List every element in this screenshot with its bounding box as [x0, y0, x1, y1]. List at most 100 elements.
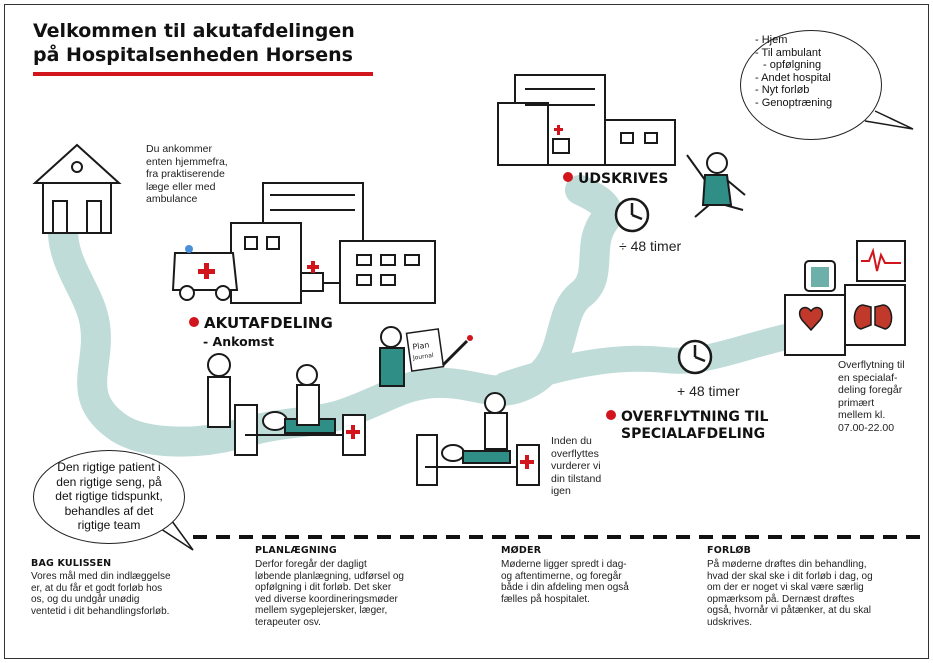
patient-bubble-line: det rigtige tidspunkt,: [55, 489, 163, 503]
svg-text:Plan: Plan: [412, 340, 430, 351]
plan-journal-icon: Plan Journal: [405, 328, 445, 372]
lungs-icon: [853, 304, 893, 330]
patient-bubble-text: Den rigtige patient i den rigtige seng, …: [39, 460, 179, 533]
patient-bed-icon-transfer: [416, 434, 540, 486]
section-line: os, og du undgår unødig: [31, 594, 140, 605]
patient-bubble-line: rigtige team: [77, 518, 141, 532]
transfer-heading: OVERFLYTNING TIL SPECIALAFDELING: [606, 409, 768, 443]
station-dot-icon: [606, 410, 616, 420]
medicine-jar-icon: [811, 267, 829, 287]
section-line: Møderne ligger spredt i dag-: [501, 559, 627, 570]
arrival-note-line: enten hjemmefra,: [146, 155, 228, 168]
station-dot-icon: [563, 172, 573, 182]
destination-item: Hjem: [755, 34, 832, 47]
section-title-forlob: FORLØB: [707, 545, 752, 556]
section-line: Derfor foregår der dagligt: [255, 559, 367, 570]
timer-plus-48: + 48 timer: [677, 383, 740, 399]
river-path-branch: [492, 322, 808, 398]
destination-list: Hjem Til ambulant opfølgning Andet hospi…: [755, 34, 832, 109]
specialty-department-icon: [784, 240, 906, 356]
hospital-cross-icon: [307, 261, 319, 273]
svg-text:Journal: Journal: [412, 352, 435, 362]
section-title-moder: MØDER: [501, 545, 542, 556]
reassess-note-line: din tilstand: [551, 472, 602, 485]
clock-icon-discharge: [614, 197, 650, 233]
infographic-frame: Plan Journal Velkommen til akutafdelinge…: [4, 4, 929, 659]
nurse-icon-akut: [296, 364, 320, 426]
thermometer-icon: [441, 335, 473, 367]
destination-item: Andet hospital: [755, 72, 832, 85]
clock-icon-transfer: [677, 339, 713, 375]
transfer-note-line: en specialaf-: [838, 371, 898, 384]
discharge-cross-icon: [554, 125, 563, 135]
timer-minus-48: ÷ 48 timer: [619, 238, 682, 254]
page-title: Velkommen til akutafdelingen på Hospital…: [33, 19, 355, 67]
happy-person-icon: [686, 152, 746, 218]
destination-item: Genoptræning: [755, 97, 832, 110]
bed-cross-icon-transfer: [520, 455, 534, 469]
house-icon: [32, 143, 122, 234]
reassess-note-line: igen: [551, 485, 571, 497]
arrival-note-line: Du ankommer: [146, 143, 212, 155]
reassess-note-line: vurderer vi: [551, 460, 601, 472]
transfer-title-line-1: OVERFLYTNING TIL: [621, 409, 769, 425]
section-title-planlaegning: PLANLÆGNING: [255, 545, 337, 556]
reassess-note: Inden du overflyttes vurderer vi din til…: [551, 435, 601, 498]
destination-item: Til ambulant: [755, 47, 832, 60]
transfer-note-line: mellem kl.: [838, 409, 886, 421]
section-line: udskrives.: [707, 616, 753, 628]
ecg-icon: [861, 247, 901, 272]
transfer-note-line: deling foregår: [838, 384, 903, 396]
reassess-note-line: Inden du: [551, 435, 592, 447]
section-line: løbende planlægning, udførsel og: [255, 570, 404, 582]
section-text-forlob: På møderne drøftes din behandling, hvad …: [707, 559, 873, 628]
reassess-note-line: overflyttes: [551, 447, 599, 460]
patient-bubble-line: Den rigtige patient i: [57, 460, 161, 474]
transfer-note-line: primært: [838, 396, 875, 409]
section-line: ved diverse koordineringsmøder: [255, 593, 398, 605]
station-dot-icon: [189, 317, 199, 327]
dest-bubble-tail: [864, 110, 914, 130]
akut-heading: AKUTAFDELING: [189, 315, 333, 332]
patient-bubble: [33, 450, 185, 544]
section-text-moder: Møderne ligger spredt i dag- og aftentim…: [501, 559, 629, 605]
transfer-note-line: Overflytning til: [838, 359, 905, 371]
patient-bubble-line: behandles af det: [64, 503, 154, 518]
transfer-note-line: 07.00-22.00: [838, 421, 895, 434]
section-line: også, hvornår vi påtænker, at du skal: [707, 605, 871, 616]
section-line: mellem sygeplejersker, læger,: [255, 605, 388, 616]
title-line-2: på Hospitalsenheden Horsens: [33, 44, 353, 66]
section-line: er, at du får et godt forløb hos: [31, 582, 163, 594]
section-line: hvad der skal ske i dit forløb i dag, og: [707, 570, 873, 582]
discharge-title: UDSKRIVES: [578, 171, 669, 187]
patient-bubble-line: den rigtige seng, på: [56, 474, 162, 489]
section-title-bag-kulissen: BAG KULISSEN: [31, 558, 112, 569]
discharge-hospital-icon: [497, 74, 676, 166]
arrival-note-line: fra praktiserende: [146, 168, 225, 180]
section-line: ventetid i dit behandlingsforløb.: [31, 605, 170, 617]
doctor-icon: [379, 326, 405, 387]
destination-item: opfølgning: [755, 59, 832, 72]
ambulance-cross-icon: [198, 263, 215, 279]
river-path: [47, 175, 623, 457]
heart-icon: [798, 306, 824, 332]
section-line: Vores mål med din indlæggelse: [31, 571, 171, 582]
section-line: opmærksom på. Dernæst drøftes: [707, 593, 855, 605]
section-line: terapeuter osv.: [255, 616, 321, 628]
bed-cross-icon-akut: [346, 425, 360, 439]
arrival-note-line: ambulance: [146, 193, 198, 205]
section-line: og aftentimerne, og foregår: [501, 570, 622, 582]
title-line-1: Velkommen til akutafdelingen: [33, 20, 355, 42]
title-underline: [33, 72, 373, 76]
akut-subtitle: - Ankomst: [203, 334, 275, 349]
section-line: fælles på hospitalet.: [501, 593, 590, 605]
section-line: På møderne drøftes din behandling,: [707, 559, 867, 570]
section-line: opfølgning i dit forløb. Det sker: [255, 582, 392, 593]
akut-title: AKUTAFDELING: [204, 314, 333, 332]
siren-icon: [185, 245, 193, 253]
discharge-heading: UDSKRIVES: [563, 171, 668, 188]
arrival-note-line: læge eller med: [146, 180, 216, 193]
hospital-buildings-icon: [230, 182, 436, 304]
nurse-icon-transfer: [484, 392, 508, 450]
section-text-planlaegning: Derfor foregår der dagligt løbende planl…: [255, 559, 404, 628]
